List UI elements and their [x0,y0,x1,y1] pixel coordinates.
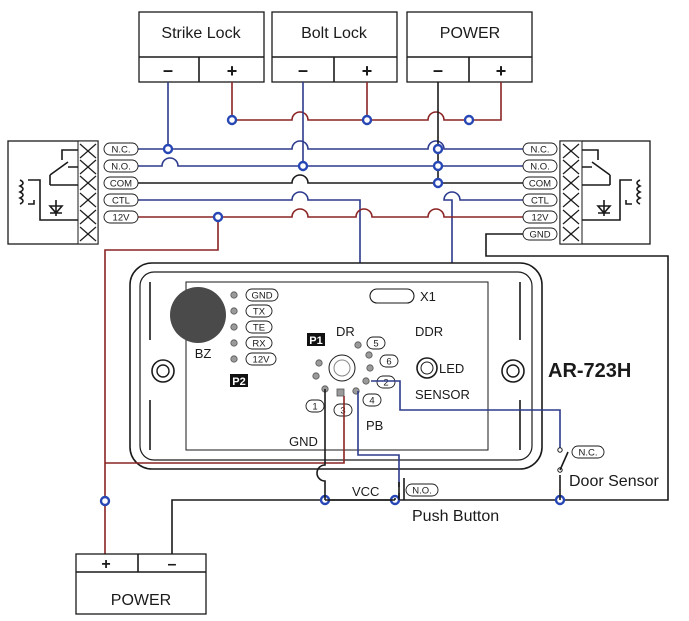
relay-left-label: N.O. [111,162,131,173]
relay-right-label: CTL [531,196,549,207]
relay-right [559,140,651,245]
relay-right-label: COM [529,179,551,190]
p1-pin-number: 1 [312,402,317,413]
p2-header: GND TX TE RX 12V P2 [230,288,279,388]
relay-left-label: COM [110,179,132,190]
power-bottom-plus: + [101,556,110,573]
relay-left-labels: N.C. N.O. COM CTL 12V [103,142,139,224]
strike-lock-minus: – [163,60,173,80]
p2-pin-label: RX [252,339,266,350]
buzzer-icon [170,287,226,343]
relay-right-label: 12V [532,213,550,224]
p2-title: P2 [232,376,245,388]
p2-pin-label: TX [253,307,266,318]
ddr-label: DDR [415,324,443,339]
strike-lock-box: Strike Lock – + [138,11,265,83]
p1-pin-number: 5 [373,339,378,350]
bolt-lock-minus: – [298,60,308,80]
relay-right-labels: N.C. N.O. COM CTL 12V GND [522,142,558,241]
x1-label: X1 [420,289,436,304]
power-top-box: POWER – + [406,11,533,83]
strike-lock-label: Strike Lock [161,25,241,42]
door-sensor-contact: N.C. [579,448,598,459]
push-button-contact: N.O. [412,486,432,497]
buzzer-label: BZ [195,346,212,361]
p1-pin-number: 6 [386,357,391,368]
model-title: AR-723H [548,360,631,382]
relay-left [7,140,99,245]
push-button-label: Push Button [412,508,499,525]
door-sensor-label: Door Sensor [569,473,659,490]
power-top-plus: + [496,61,507,81]
p2-pin-label: TE [253,323,265,334]
p2-pin-label: 12V [253,355,271,366]
dr-label: DR [336,324,355,339]
gnd-label: GND [289,434,318,449]
bolt-lock-plus: + [362,61,373,81]
p2-pin-label: GND [251,291,272,302]
door-sensor: N.C. Door Sensor [557,445,659,490]
relay-right-label: GND [529,230,550,241]
p1-title: P1 [309,335,322,347]
relay-right-label: N.O. [530,162,550,173]
strike-lock-plus: + [227,61,238,81]
p1-pin-number: 3 [340,406,345,417]
sensor-label: SENSOR [415,387,470,402]
bolt-lock-box: Bolt Lock – + [271,11,398,83]
controller-board: BZ X1 LED SENSOR [129,262,543,470]
vcc-label: VCC [352,484,379,499]
power-bottom-box: + – POWER [75,553,207,615]
power-top-label: POWER [440,25,500,42]
relay-left-label: N.C. [112,145,131,156]
p1-pin-number: 2 [383,378,388,389]
relay-left-label: CTL [112,196,130,207]
power-top-minus: – [433,60,443,80]
power-bottom-label: POWER [111,592,171,609]
p1-header: P1 1 2 3 4 5 6 [305,333,399,417]
led-label: LED [439,361,464,376]
pb-label: PB [366,418,383,433]
p1-pin-number: 4 [369,396,374,407]
power-bottom-minus: – [168,556,177,573]
push-button: N.O. Push Button [398,478,499,525]
relay-right-label: N.C. [531,145,550,156]
bolt-lock-label: Bolt Lock [301,25,368,42]
relay-left-label: 12V [113,213,131,224]
